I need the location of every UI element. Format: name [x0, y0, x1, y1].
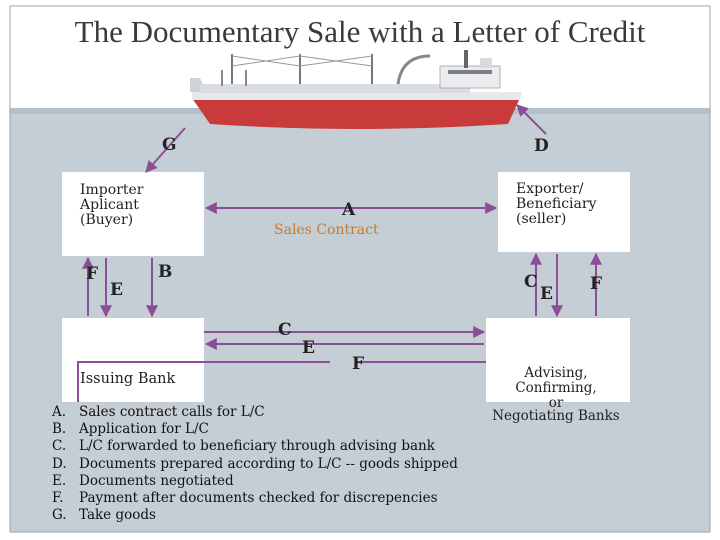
- advising-bank-line2: Confirming,: [515, 380, 597, 396]
- advising-bank-line3: or: [548, 395, 564, 411]
- legend-text: L/C forwarded to beneficiary through adv…: [79, 438, 435, 455]
- importer-box: [62, 172, 204, 256]
- slide-title: The Documentary Sale with a Letter of Cr…: [74, 14, 646, 49]
- legend-text: Documents prepared according to L/C -- g…: [79, 455, 458, 472]
- advising-bank-line1: Advising,: [524, 365, 588, 381]
- sales-contract-label: Sales Contract: [274, 222, 379, 238]
- advising-bank-box: [486, 318, 630, 402]
- label-c-middle: C: [278, 320, 292, 340]
- exporter-label-line3: (seller): [516, 211, 567, 227]
- legend-key: F.: [52, 489, 64, 506]
- issuing-bank-label: Issuing Bank: [80, 371, 176, 387]
- importer-label-line1: Importer: [80, 182, 144, 198]
- importer-label-line2: Aplicant: [80, 197, 139, 213]
- legend-key: B.: [52, 421, 67, 438]
- cargo-ship-illustration: [190, 50, 522, 129]
- label-d: D: [534, 136, 549, 156]
- exporter-label-line2: Beneficiary: [516, 196, 597, 212]
- label-f-left: F: [86, 264, 99, 284]
- label-f-middle: F: [352, 354, 365, 374]
- legend-key: A.: [52, 404, 67, 420]
- legend-text: Take goods: [79, 507, 156, 524]
- label-e-middle: E: [302, 338, 315, 358]
- issuing-bank-box: [62, 318, 204, 402]
- label-e-right: E: [540, 284, 553, 304]
- arrow-g-goods-to-importer: [145, 127, 186, 173]
- label-e-left: E: [110, 280, 123, 300]
- legend-text: Sales contract calls for L/C: [79, 404, 265, 420]
- legend-key: C.: [52, 438, 67, 455]
- label-c-right: C: [524, 272, 538, 292]
- importer-label-line3: (Buyer): [80, 212, 134, 228]
- label-g: G: [162, 135, 177, 155]
- legend-text: Payment after documents checked for disc…: [79, 489, 438, 506]
- arrow-f-payment-left-segment: [77, 361, 330, 402]
- arrow-d-goods-shipped: [516, 104, 547, 135]
- exporter-label-line1: Exporter/: [516, 181, 584, 197]
- slide-frame: [9, 5, 711, 533]
- legend-text: Documents negotiated: [79, 472, 234, 489]
- legend-key: D.: [52, 455, 67, 472]
- legend-key: E.: [52, 472, 67, 489]
- advising-bank-line4: Negotiating Banks: [492, 408, 620, 424]
- label-b: B: [158, 262, 173, 282]
- label-a: A: [342, 200, 356, 220]
- exporter-box: [498, 172, 630, 252]
- legend-text: Application for L/C: [79, 421, 209, 438]
- label-f-right: F: [590, 274, 603, 294]
- legend-key: G.: [52, 507, 67, 524]
